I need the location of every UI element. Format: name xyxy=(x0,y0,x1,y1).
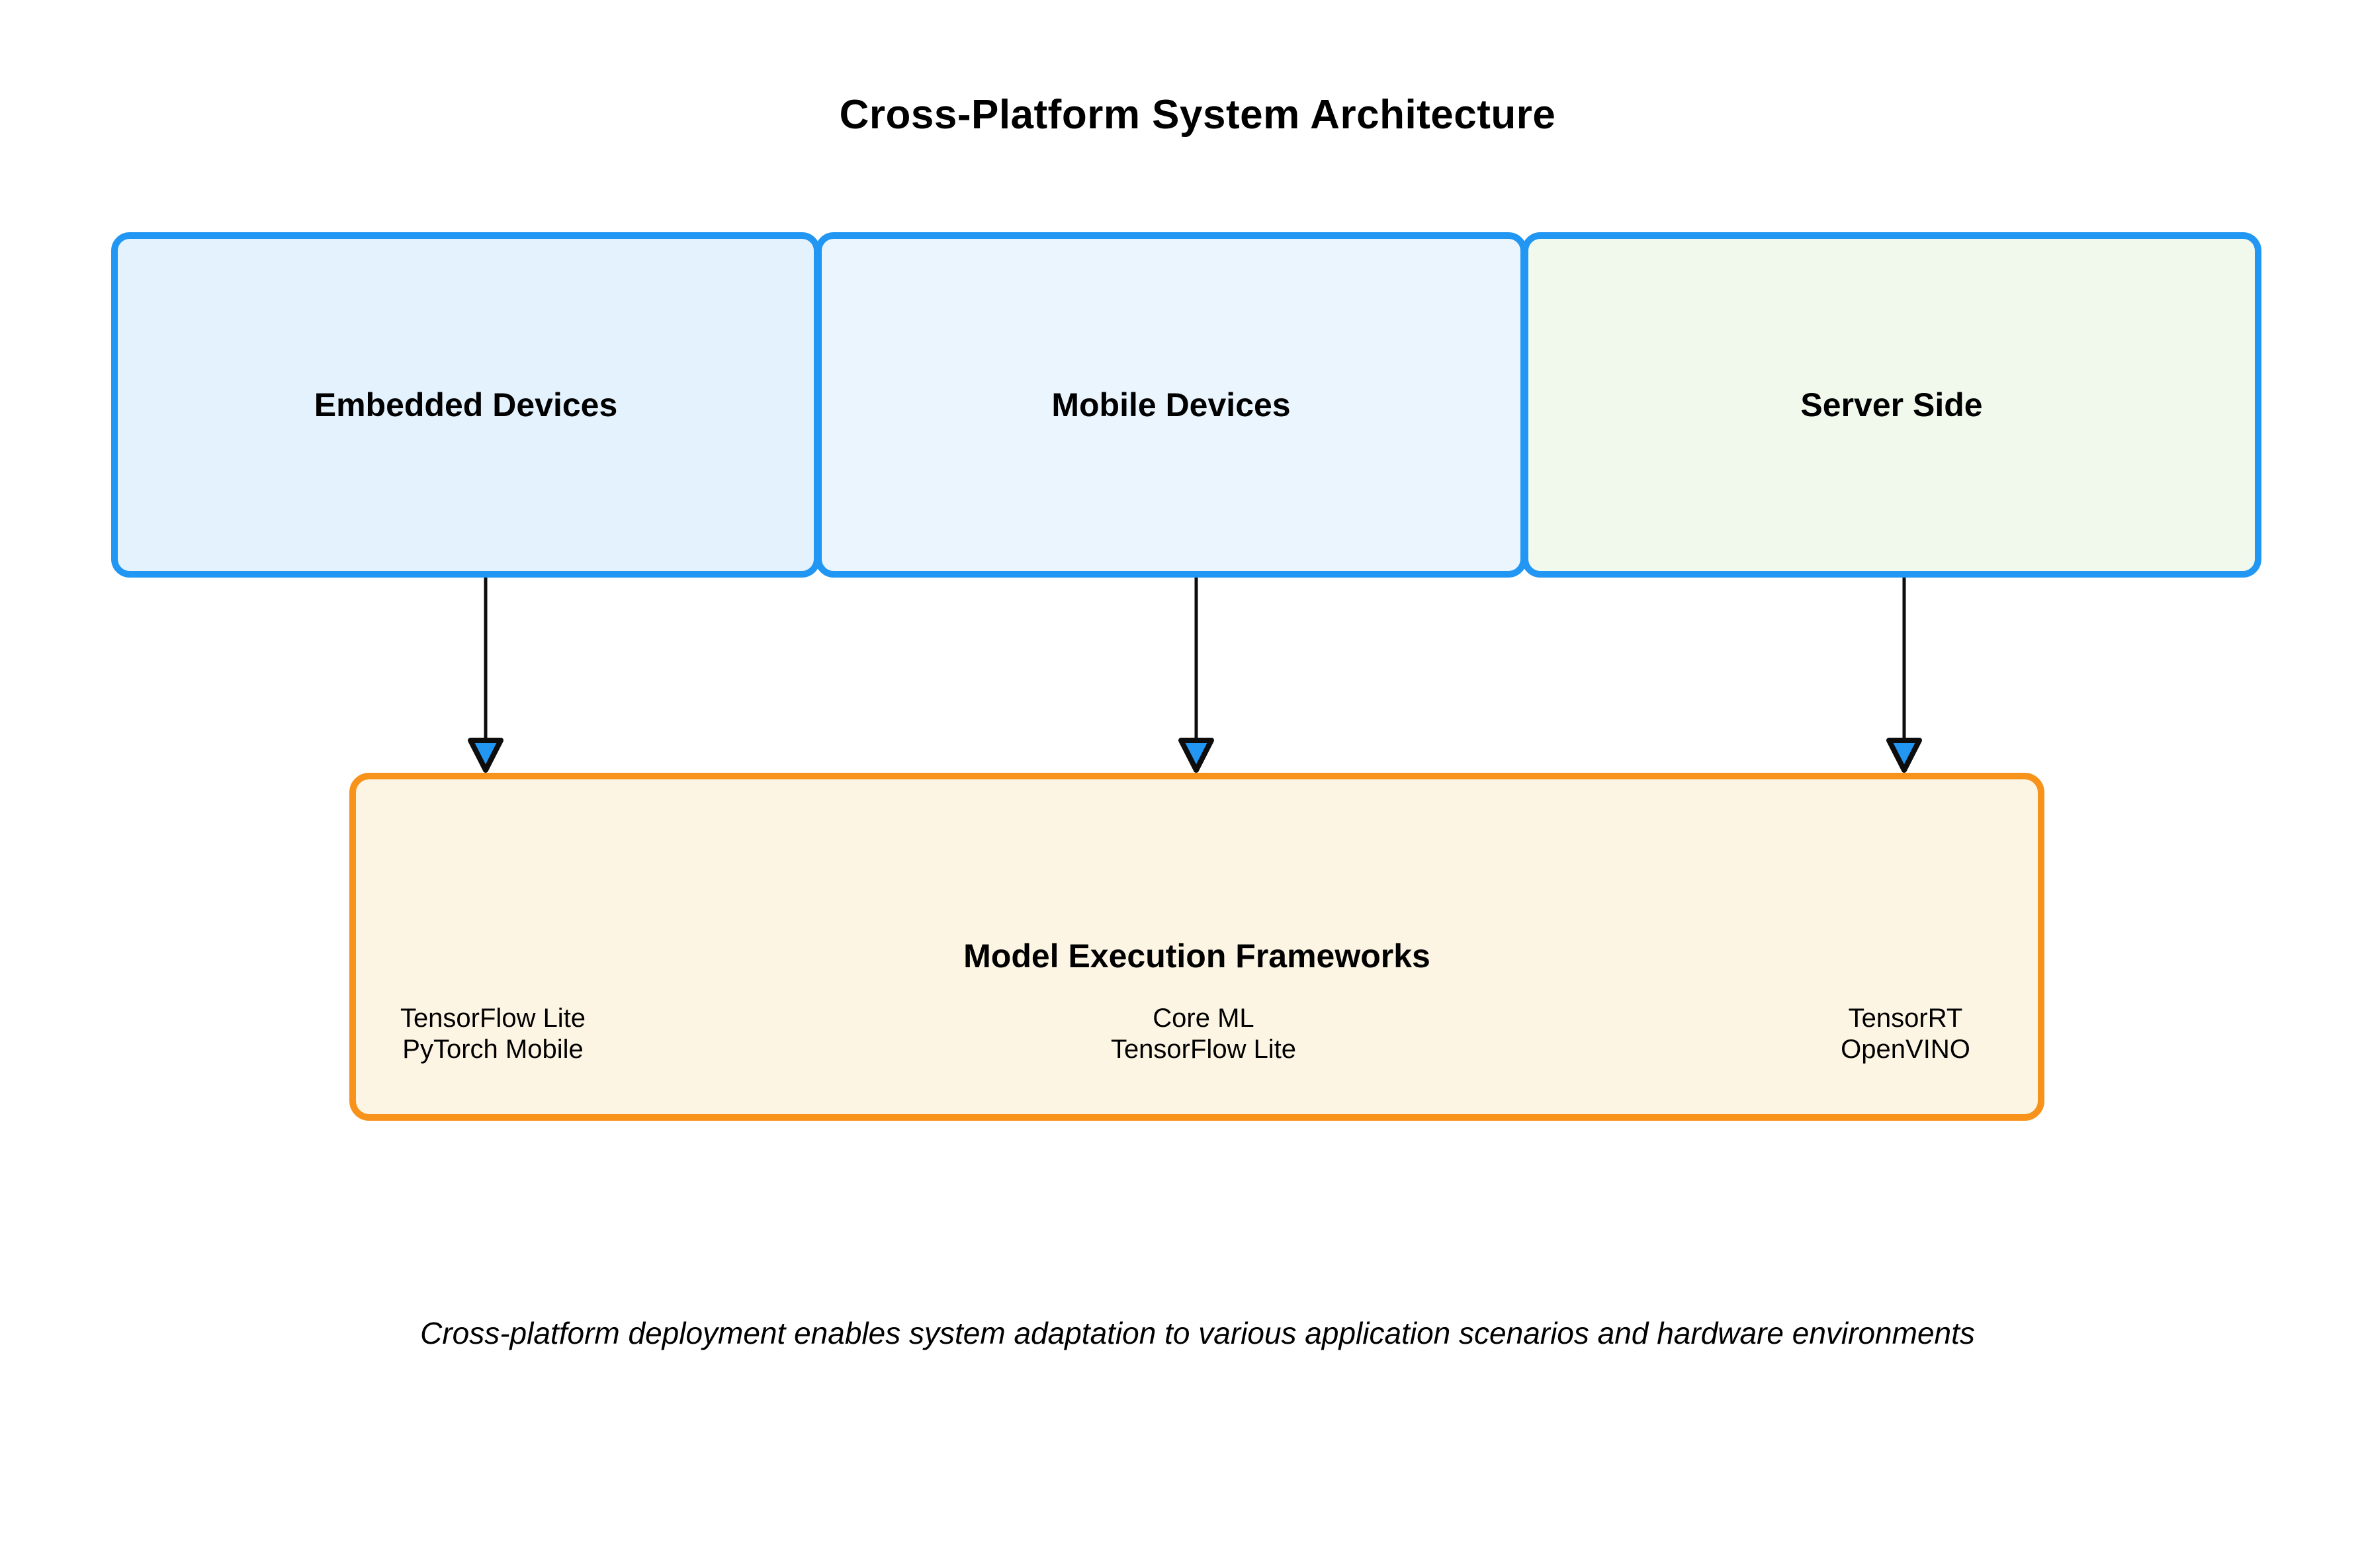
frameworks-box: Model Execution Frameworks TensorFlow Li… xyxy=(349,773,2044,1121)
flow-arrow-mobile-to-frameworks xyxy=(1178,575,1214,773)
framework-item: OpenVINO xyxy=(1841,1035,1970,1064)
platform-box-mobile-devices: Mobile Devices xyxy=(815,232,1527,578)
caption: Cross-platform deployment enables system… xyxy=(420,1316,1975,1350)
arrowhead-icon xyxy=(1178,738,1214,773)
framework-item: TensorRT xyxy=(1848,1004,1963,1033)
framework-column-server: TensorRT OpenVINO xyxy=(1841,1003,1970,1065)
framework-item: TensorFlow Lite xyxy=(1110,1035,1297,1064)
framework-column-embedded: TensorFlow Lite PyTorch Mobile xyxy=(400,1003,586,1065)
flow-arrow-embedded-to-frameworks xyxy=(468,575,503,773)
framework-item: PyTorch Mobile xyxy=(402,1035,584,1064)
frameworks-box-title: Model Execution Frameworks xyxy=(963,937,1430,975)
platform-box-label: Mobile Devices xyxy=(1051,386,1291,423)
platform-box-label: Server Side xyxy=(1800,386,1983,423)
platform-box-label: Embedded Devices xyxy=(314,386,618,423)
arrowhead-icon xyxy=(468,738,503,773)
arrowhead-icon xyxy=(1886,738,1922,773)
platform-box-server-side: Server Side xyxy=(1522,232,2261,578)
framework-item: Core ML xyxy=(1153,1004,1254,1033)
framework-item: TensorFlow Lite xyxy=(400,1004,586,1033)
flow-arrow-server-to-frameworks xyxy=(1886,575,1922,773)
page-title: Cross-Platform System Architecture xyxy=(839,92,1556,138)
framework-column-mobile: Core ML TensorFlow Lite xyxy=(1111,1003,1296,1065)
platform-box-embedded-devices: Embedded Devices xyxy=(111,232,820,578)
